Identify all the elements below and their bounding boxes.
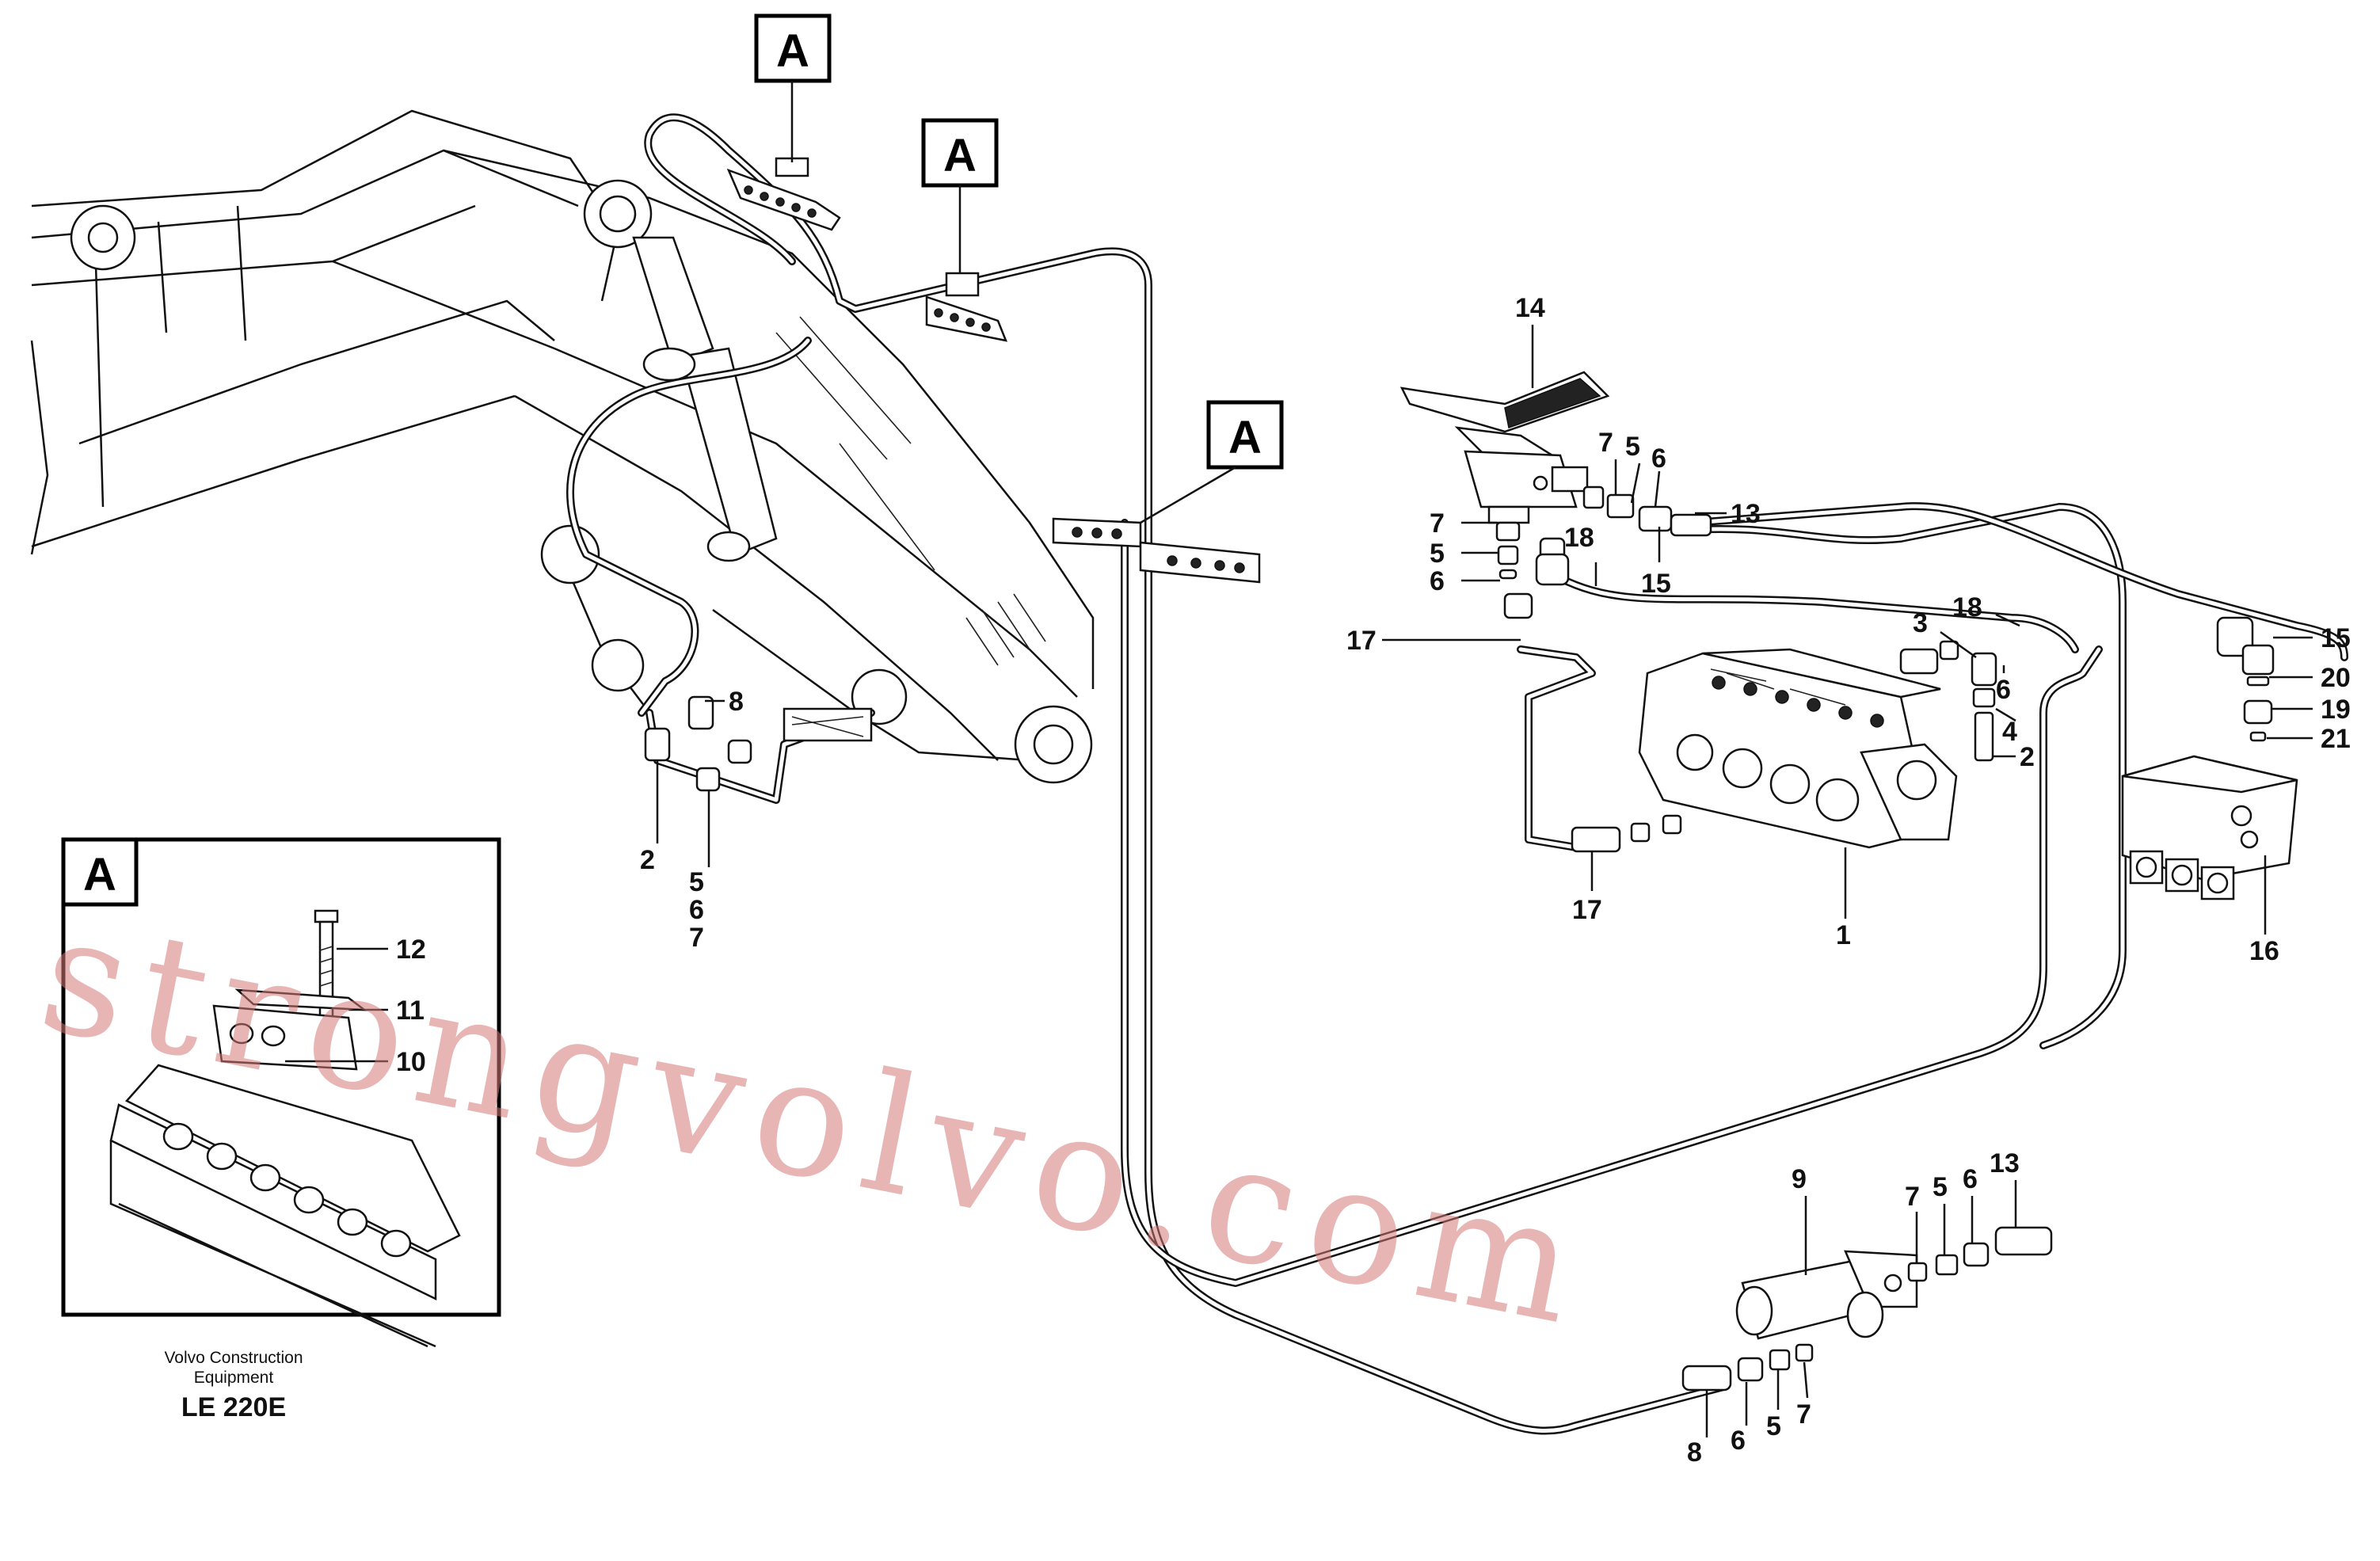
- label-valve-1: 1: [1836, 920, 1851, 950]
- footer-model: LE 220E: [181, 1392, 287, 1422]
- label-valve-4: 4: [2002, 717, 2017, 747]
- callout-a-2-text: A: [943, 130, 977, 181]
- label-pedal-6: 6: [1651, 444, 1666, 474]
- label-valve-18: 18: [1952, 592, 1982, 622]
- boom-fittings: 8 2 5 6 7: [640, 687, 873, 953]
- label-pedal-13: 13: [1731, 499, 1761, 529]
- valve-fittings: 3 18 6 4 2 17: [1571, 592, 2035, 925]
- label-pedal-7: 7: [1598, 428, 1613, 458]
- label-block-19: 19: [2321, 695, 2351, 725]
- label-left-6: 6: [1430, 566, 1445, 596]
- label-valve-3: 3: [1913, 608, 1928, 638]
- label-right-6: 6: [1963, 1164, 1978, 1194]
- label-right-13: 13: [1990, 1148, 2020, 1178]
- label-pedal-15: 15: [1641, 569, 1671, 599]
- label-inset-11: 11: [396, 996, 425, 1026]
- footer-line1: Volvo Construction: [164, 1349, 303, 1367]
- label-left-7: 7: [1430, 508, 1445, 539]
- label-valve-2: 2: [2020, 742, 2035, 772]
- label-block-20: 20: [2321, 663, 2351, 693]
- hose-clamp-bracket-2: [925, 272, 1008, 342]
- label-right-5: 5: [1933, 1172, 1948, 1202]
- label-left-5: 5: [1430, 539, 1445, 569]
- label-block-15: 15: [2321, 623, 2351, 653]
- label-inset-10: 10: [396, 1047, 426, 1077]
- label-lower-17: 17: [1572, 895, 1602, 925]
- hydraulic-lines: [566, 113, 2348, 1435]
- label-block-16: 16: [2249, 936, 2279, 966]
- label-boom-6: 6: [689, 895, 704, 925]
- label-valve-6: 6: [1996, 675, 2011, 705]
- label-boom-5: 5: [689, 867, 704, 897]
- callout-a-3-text: A: [1228, 412, 1262, 463]
- label-upper-17: 17: [1346, 626, 1377, 656]
- label-pedal-18: 18: [1564, 523, 1594, 553]
- label-right-7: 7: [1905, 1182, 1920, 1212]
- label-bottom-6: 6: [1731, 1426, 1746, 1456]
- hose-clamp-bracket-3: [1052, 517, 1261, 584]
- callout-a-3: A: [1140, 400, 1284, 524]
- label-block-21: 21: [2321, 724, 2351, 754]
- label-inset-12: 12: [396, 935, 426, 965]
- label-pedal-5: 5: [1625, 432, 1640, 462]
- callout-a-2: A: [921, 118, 999, 273]
- foot-pedal-14: 14: [1399, 293, 1610, 524]
- footer-caption: Volvo Construction Equipment LE 220E: [103, 1348, 364, 1423]
- bracket-9: 9 7 5 6 13 8 6 5 7: [1681, 1148, 2053, 1468]
- label-boom-8: 8: [729, 687, 744, 717]
- label-bottom-8: 8: [1687, 1437, 1702, 1468]
- label-bottom-7: 7: [1796, 1399, 1811, 1430]
- label-boom-7: 7: [689, 923, 704, 953]
- label-14: 14: [1515, 293, 1545, 323]
- hose-clamp-bracket-1: [726, 157, 841, 231]
- valve-block-16: 16 15 20 19 21: [2121, 616, 2351, 966]
- pedal-fittings: 7 5 6 13 7 5 6 18 15 17: [1346, 428, 1761, 656]
- callout-a-1: A: [754, 13, 832, 162]
- footer-line2: Equipment: [193, 1369, 274, 1387]
- label-bracket-9: 9: [1792, 1164, 1807, 1194]
- control-valve-1: 1: [1638, 648, 1958, 950]
- inset-detail-a: A 12 11 10: [61, 837, 501, 1348]
- callout-a-1-text: A: [776, 25, 809, 77]
- label-boom-2: 2: [640, 845, 655, 875]
- inset-callout-text: A: [83, 849, 116, 900]
- boom-assembly: [30, 109, 1095, 784]
- label-bottom-5: 5: [1766, 1411, 1781, 1441]
